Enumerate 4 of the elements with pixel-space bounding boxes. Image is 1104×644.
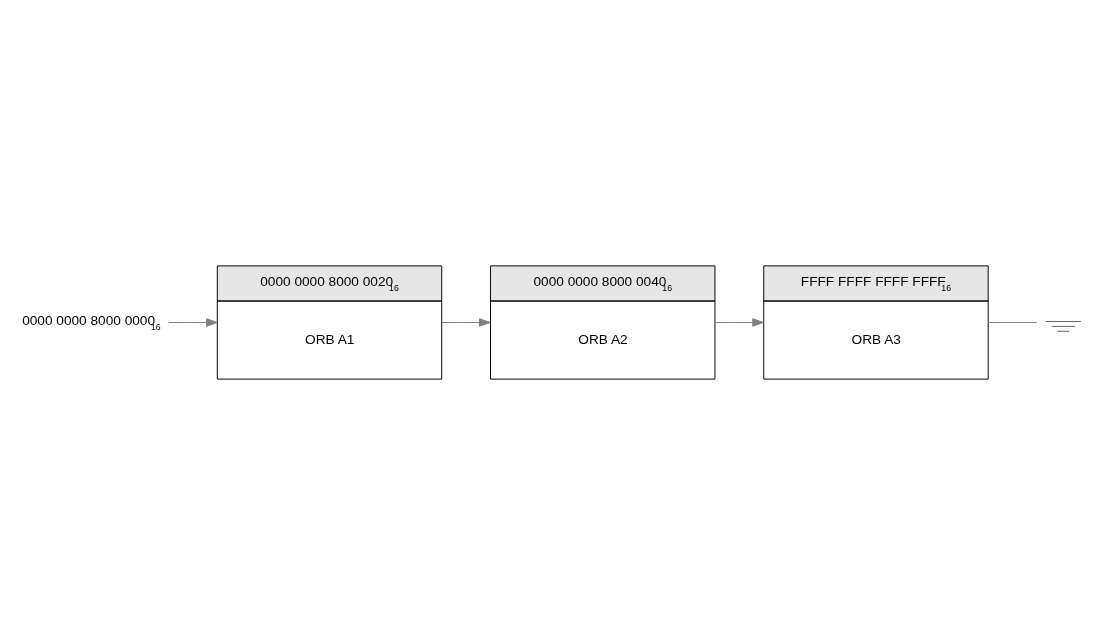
arrow <box>441 317 491 327</box>
connector <box>987 321 1038 323</box>
arrow <box>714 317 764 327</box>
arrow <box>168 317 218 327</box>
